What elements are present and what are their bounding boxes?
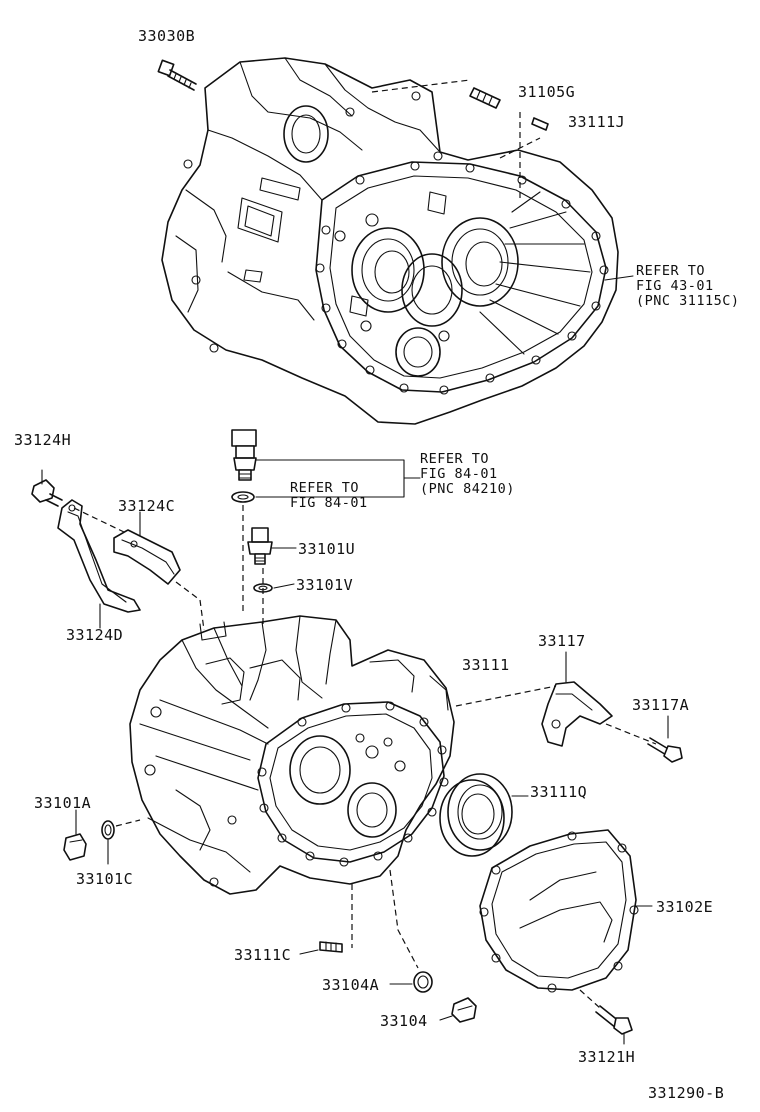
part-label-33101A: 33101A xyxy=(34,794,92,812)
part-label-33101V: 33101V xyxy=(296,576,354,594)
part-label-33124C: 33124C xyxy=(118,497,176,515)
transmission-case-upper xyxy=(161,57,619,425)
reference-note-fig-43-01: REFER TO FIG 43-01 (PNC 31115C) xyxy=(636,264,740,309)
reference-line: REFER TO xyxy=(636,263,706,279)
washer-33104A xyxy=(413,971,433,993)
reference-note-fig-84-01: REFER TO FIG 84-01 xyxy=(290,481,368,511)
part-label-33111C: 33111C xyxy=(234,946,292,964)
stud-31105G xyxy=(469,87,501,109)
reference-note-fig-84-01-pnc: REFER TO FIG 84-01 (PNC 84210) xyxy=(420,452,515,497)
reference-line: FIG 84-01 xyxy=(290,495,368,511)
part-label-33117A: 33117A xyxy=(632,696,690,714)
part-label-33124H: 33124H xyxy=(14,431,72,449)
bolt-33030B xyxy=(157,59,197,91)
part-label-33124D: 33124D xyxy=(66,626,124,644)
reference-line: FIG 84-01 xyxy=(420,466,498,482)
bolt-33117A xyxy=(647,737,683,763)
part-label-33117: 33117 xyxy=(538,632,586,650)
part-label-33101U: 33101U xyxy=(298,540,356,558)
cover-33102E xyxy=(479,829,639,993)
plug-33101A xyxy=(63,833,87,861)
stud-33111C xyxy=(319,941,343,953)
part-label-33111: 33111 xyxy=(462,656,510,674)
part-label-31105G: 31105G xyxy=(518,83,576,101)
switch-33101U xyxy=(247,527,273,565)
part-label-33104: 33104 xyxy=(380,1012,428,1030)
diagram-code: 331290-B xyxy=(648,1084,725,1102)
washer-upper xyxy=(231,491,255,503)
bolt-33124H xyxy=(31,479,63,507)
part-label-33030B: 33030B xyxy=(138,27,196,45)
sensor-switch-upper xyxy=(231,429,257,481)
pin-33111J xyxy=(531,117,549,131)
bracket-33117 xyxy=(541,681,613,747)
plug-33104 xyxy=(451,997,477,1023)
bolt-33121H xyxy=(595,1005,633,1035)
transmission-case-lower xyxy=(129,615,455,895)
oil-seal-33111Q xyxy=(439,773,513,857)
reference-line: FIG 43-01 xyxy=(636,278,714,294)
part-label-33111Q: 33111Q xyxy=(530,783,588,801)
gasket-33101C xyxy=(101,820,115,840)
reference-line: (PNC 31115C) xyxy=(636,293,740,309)
part-label-33104A: 33104A xyxy=(322,976,380,994)
part-label-33101C: 33101C xyxy=(76,870,134,888)
reference-line: (PNC 84210) xyxy=(420,481,515,497)
part-label-33121H: 33121H xyxy=(578,1048,636,1066)
bracket-33124C xyxy=(113,529,181,585)
reference-line: REFER TO xyxy=(290,480,360,496)
part-label-33111J: 33111J xyxy=(568,113,626,131)
reference-line: REFER TO xyxy=(420,451,490,467)
part-label-33102E: 33102E xyxy=(656,898,714,916)
